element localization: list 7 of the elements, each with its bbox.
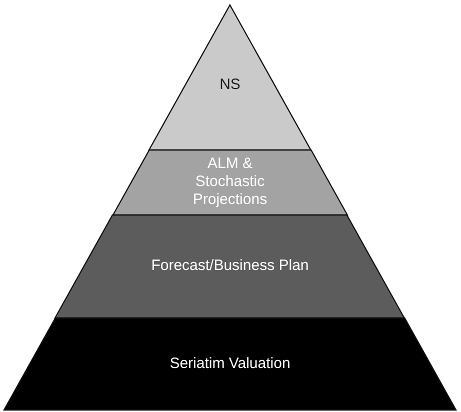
tier-label: ALM & Stochastic Projections: [192, 155, 268, 209]
tier-label: Forecast/Business Plan: [150, 257, 310, 275]
tier-label: Seriatim Valuation: [168, 355, 292, 373]
pyramid-tier: [55, 215, 405, 318]
pyramid-tier: [149, 5, 311, 150]
tier-label: NS: [218, 76, 242, 94]
pyramid-tier: [4, 318, 456, 410]
